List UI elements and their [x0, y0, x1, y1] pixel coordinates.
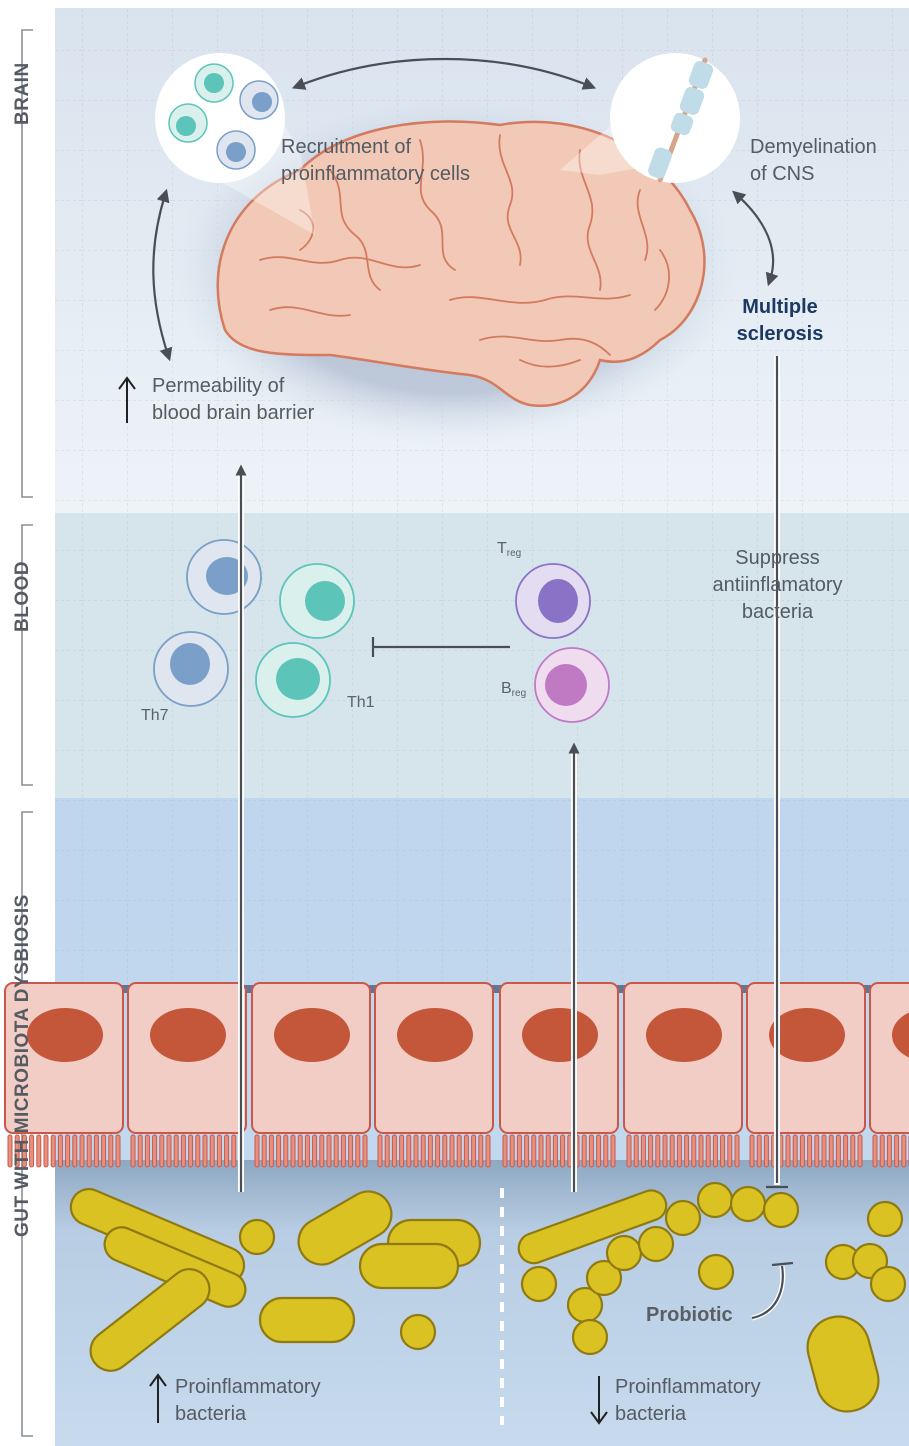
- treg-cell: [516, 564, 590, 638]
- section-label-gut: GUT WITH MICROBIOTA DYSBIOSIS: [12, 894, 34, 1237]
- label-breg-sub: reg: [512, 688, 526, 699]
- label-treg: Treg: [497, 540, 521, 563]
- th1-cell-2: [256, 643, 330, 717]
- gut-epithelium: [5, 983, 909, 1167]
- label-treg-sub: reg: [507, 548, 521, 559]
- zoom-circle-axon: [610, 53, 740, 183]
- th7-cell: [154, 632, 228, 706]
- label-th7: Th7: [141, 707, 169, 725]
- zoom-circle-immune-cells: [155, 53, 285, 183]
- label-breg: Breg: [501, 680, 526, 703]
- label-probiotic: Probiotic: [646, 1302, 733, 1329]
- t-cell-1: [187, 540, 261, 614]
- label-th1: Th1: [347, 694, 375, 712]
- label-breg-main: B: [501, 680, 512, 697]
- epithelial-cell: [870, 983, 909, 1167]
- section-label-blood: BLOOD: [12, 561, 34, 632]
- section-label-brain: BRAIN: [12, 62, 34, 125]
- th1-cell-1: [280, 564, 354, 638]
- label-treg-main: T: [497, 540, 507, 557]
- breg-cell: [535, 648, 609, 722]
